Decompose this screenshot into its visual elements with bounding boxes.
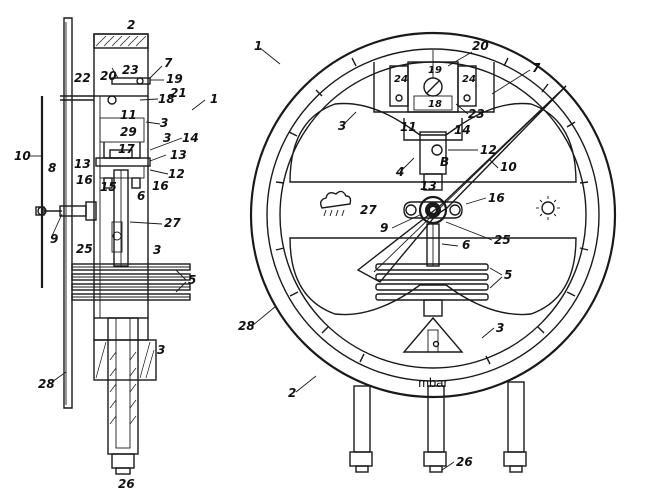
side-view xyxy=(35,17,191,475)
label-3d: 3 xyxy=(157,343,165,357)
label-3b: 3 xyxy=(163,131,171,145)
pointer-needle xyxy=(356,85,567,283)
label-27: 27 xyxy=(360,203,377,217)
support-legs xyxy=(349,381,527,473)
label-12: 12 xyxy=(480,143,497,157)
label-25: 25 xyxy=(76,242,93,256)
lever-linkage xyxy=(403,118,463,191)
label-18: 18 xyxy=(428,99,442,110)
label-24b: 24 xyxy=(462,74,476,85)
label-3a: 3 xyxy=(160,116,168,130)
label-16a: 16 xyxy=(76,173,93,187)
label-24a: 24 xyxy=(394,74,408,85)
label-15: 15 xyxy=(100,180,117,194)
top-bracket xyxy=(373,50,495,113)
bezel-ring xyxy=(266,48,600,382)
label-4: 4 xyxy=(395,165,404,179)
label-6: 6 xyxy=(137,189,145,203)
label-14: 14 xyxy=(182,131,199,145)
label-19: 19 xyxy=(428,65,442,76)
label-19: 19 xyxy=(166,72,183,86)
label-20: 20 xyxy=(472,39,489,53)
label-14: 14 xyxy=(454,123,471,137)
lower-window xyxy=(289,237,577,316)
label-17: 17 xyxy=(118,142,135,156)
label-5: 5 xyxy=(504,268,512,282)
label-22: 22 xyxy=(74,71,91,85)
housing-top xyxy=(93,33,149,97)
label-3a: 3 xyxy=(338,119,346,133)
front-view-labels: 1 20 19 24 24 7 3 18 23 11 14 12 B 4 13 … xyxy=(238,39,541,471)
label-13: 13 xyxy=(420,179,437,193)
label-27: 27 xyxy=(164,216,181,230)
dial-unit-label: mbar xyxy=(418,375,448,390)
label-1: 1 xyxy=(254,39,262,53)
lower-support xyxy=(402,316,464,353)
label-6: 6 xyxy=(462,238,470,252)
lower-block xyxy=(93,339,157,381)
label-13b: 13 xyxy=(170,148,187,162)
label-13a: 13 xyxy=(74,157,91,171)
label-10: 10 xyxy=(500,160,517,174)
support-tube xyxy=(107,317,139,455)
label-18: 18 xyxy=(158,92,175,106)
label-29: 29 xyxy=(120,125,137,139)
front-capsules xyxy=(375,263,489,317)
label-10: 10 xyxy=(14,149,31,163)
capsule-stack xyxy=(71,263,191,301)
label-12: 12 xyxy=(168,167,185,181)
label-7: 7 xyxy=(532,61,541,75)
label-23: 23 xyxy=(122,63,139,77)
label-25: 25 xyxy=(494,233,511,247)
outer-ring xyxy=(249,31,617,399)
label-9: 9 xyxy=(50,232,58,246)
label-26: 26 xyxy=(456,455,473,469)
scale-ticks xyxy=(275,57,589,365)
label-28: 28 xyxy=(38,377,55,391)
label-21: 21 xyxy=(170,86,187,100)
label-2: 2 xyxy=(127,18,135,32)
front-view: mbar xyxy=(249,31,617,473)
label-5: 5 xyxy=(188,273,196,287)
label-8: 8 xyxy=(48,161,56,175)
front-plate xyxy=(63,17,73,409)
label-20: 20 xyxy=(100,69,117,83)
upper-window xyxy=(289,102,577,183)
label-1: 1 xyxy=(210,92,218,106)
label-16b: 16 xyxy=(152,179,169,193)
label-3c: 3 xyxy=(153,243,161,257)
label-23: 23 xyxy=(468,107,485,121)
label-7: 7 xyxy=(164,56,173,70)
label-3b: 3 xyxy=(496,321,504,335)
side-view-labels: 2 7 20 23 19 22 18 21 1 11 3 29 3 14 10 … xyxy=(14,18,218,491)
label-2: 2 xyxy=(288,386,296,400)
sun-icon xyxy=(536,196,560,220)
label-9: 9 xyxy=(380,221,388,235)
label-B: B xyxy=(440,155,449,169)
label-16: 16 xyxy=(488,191,505,205)
label-26: 26 xyxy=(118,477,135,491)
label-11: 11 xyxy=(400,120,417,134)
label-28: 28 xyxy=(238,319,255,333)
rain-cloud-icon xyxy=(319,190,352,217)
label-11: 11 xyxy=(120,108,137,122)
